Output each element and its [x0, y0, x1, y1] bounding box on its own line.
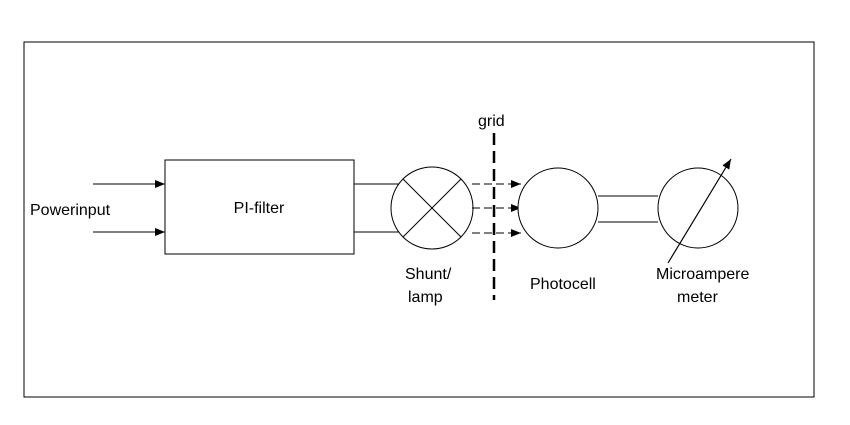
meter-icon [657, 167, 739, 249]
photocell-icon [517, 167, 599, 249]
meter-label-line2: meter [677, 289, 719, 306]
diagram-frame [23, 41, 815, 398]
shunt-lamp-label-line2: lamp [408, 289, 443, 306]
meter-label-line1: Microampere [656, 266, 749, 283]
grid-label: grid [478, 113, 505, 130]
lamp-icon [390, 166, 474, 250]
shunt-lamp-label-line1: Shunt/ [405, 266, 452, 283]
pi-filter-block [164, 159, 355, 255]
photocell-label: Photocell [530, 276, 596, 293]
pi-filter-label: PI-filter [234, 200, 285, 217]
power-input-label: Powerinput [30, 202, 111, 219]
meter-needle-arrow [667, 158, 732, 264]
